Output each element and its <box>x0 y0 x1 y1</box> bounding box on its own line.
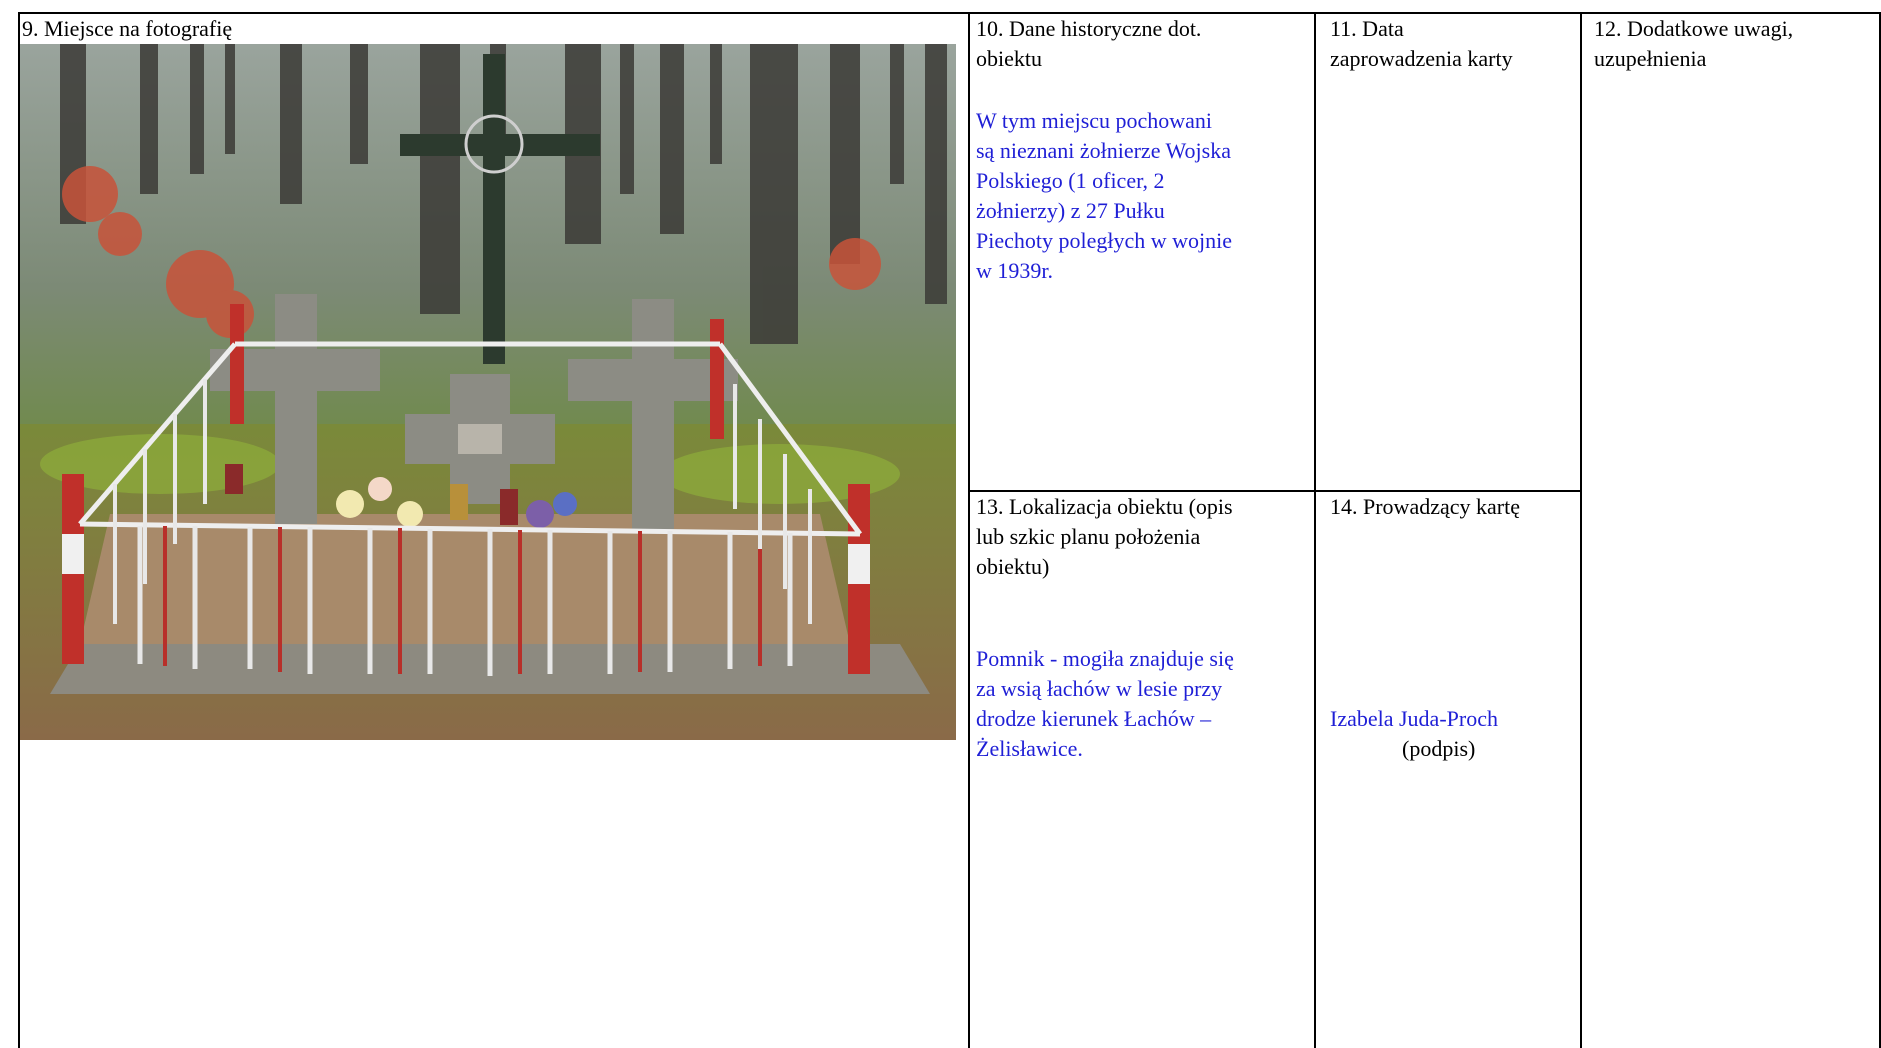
historical-text-line: Polskiego (1 oficer, 2 <box>976 168 1165 193</box>
historical-text-line: żołnierzy) z 27 Pułku <box>976 198 1165 223</box>
cell-10-label-line2: obiektu <box>976 46 1042 71</box>
cell-card-keeper: 14. Prowadzący kartę Izabela Juda-Proch … <box>1316 492 1580 1048</box>
top-border <box>18 12 1881 14</box>
location-text-line: Pomnik - mogiła znajduje się <box>976 646 1234 671</box>
cell-additional-notes: 12. Dodatkowe uwagi, uzupełnienia <box>1582 14 1879 1048</box>
signature-caption: (podpis) <box>1402 736 1476 761</box>
cell-card-date: 11. Data zaprowadzenia karty <box>1316 14 1580 490</box>
cell-10-label-line1: 10. Dane historyczne dot. <box>976 16 1202 41</box>
historical-data-text: W tym miejscu pochowani są nieznani żołn… <box>970 106 1314 286</box>
cell-12-label-line1: 12. Dodatkowe uwagi, <box>1594 16 1794 41</box>
historical-text-line: są nieznani żołnierze Wojska <box>976 138 1231 163</box>
cell-13-label-line: obiektu) <box>976 554 1050 579</box>
right-border <box>1879 12 1881 1048</box>
cell-historical-data: 10. Dane historyczne dot. obiektu W tym … <box>970 14 1314 490</box>
cell-12-label-line2: uzupełnienia <box>1594 46 1707 71</box>
cell-13-label-line: 13. Lokalizacja obiektu (opis <box>976 494 1233 519</box>
divider-col-10-11 <box>1314 12 1316 1048</box>
location-text-line: Żelisławice. <box>976 736 1083 761</box>
location-text-line: za wsią łachów w lesie przy <box>976 676 1223 701</box>
location-text-line: drodze kierunek Łachów – <box>976 706 1212 731</box>
cell-11-label-line2: zaprowadzenia karty <box>1330 46 1513 71</box>
cell-location: 13. Lokalizacja obiektu (opis lub szkic … <box>970 492 1314 1048</box>
memorial-grave-photo <box>20 44 956 740</box>
left-border <box>18 12 20 1048</box>
keeper-name: Izabela Juda-Proch <box>1330 706 1498 731</box>
cell-14-label: 14. Prowadzący kartę <box>1330 494 1520 519</box>
historical-text-line: Piechoty poległych w wojnie <box>976 228 1233 253</box>
record-card-table: 9. Miejsce na fotografię <box>18 12 1881 1048</box>
cell-9-label: 9. Miejsce na fotografię <box>22 16 233 41</box>
cell-photo: 9. Miejsce na fotografię <box>20 14 968 1048</box>
historical-text-line: W tym miejscu pochowani <box>976 108 1213 133</box>
cell-13-label-line: lub szkic planu położenia <box>976 524 1201 549</box>
divider-row-10-13 <box>968 490 1582 492</box>
divider-col-9-10 <box>968 12 970 1048</box>
cell-11-label-line1: 11. Data <box>1330 16 1404 41</box>
historical-text-line: w 1939r. <box>976 258 1053 283</box>
location-text: Pomnik - mogiła znajduje się za wsią łac… <box>970 644 1314 764</box>
divider-col-11-12 <box>1580 12 1582 1048</box>
